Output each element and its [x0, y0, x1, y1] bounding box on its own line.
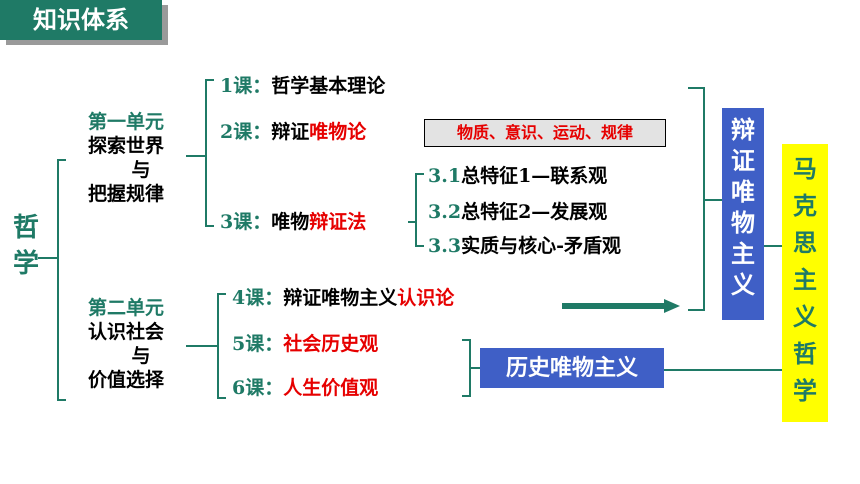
lesson4: 4课：辩证唯物主义认识论 — [232, 286, 454, 310]
lesson2-note-box: 物质、意识、运动、规律 — [424, 119, 666, 147]
lesson5-text: 社会历史观 — [283, 333, 379, 355]
lesson3-bracket — [415, 173, 424, 247]
unit1-line1: 探索世界 — [87, 135, 164, 157]
mp-char-5: 义 — [793, 302, 817, 331]
lesson3-num: 3课： — [220, 211, 272, 233]
mp-char-2: 克 — [793, 191, 817, 220]
lesson1-num: 1课： — [220, 75, 272, 97]
sub-lesson-3-1: 3.1总特征1—联系观 — [428, 164, 607, 188]
sub33-text: 实质与核心-矛盾观 — [461, 235, 621, 257]
root-label: 哲学 — [12, 213, 39, 279]
lesson6: 6课：人生价值观 — [232, 376, 378, 400]
mp-char-4: 主 — [793, 265, 817, 294]
unit2-line3: 价值选择 — [87, 369, 164, 391]
lesson4-text-a: 辩证唯物主义 — [283, 287, 398, 309]
sub-lesson-3-3: 3.3实质与核心-矛盾观 — [428, 234, 621, 258]
lesson3-text-b: 辩证法 — [309, 211, 367, 233]
sub-lesson-3-2: 3.2总特征2—发展观 — [428, 200, 607, 224]
lesson2-note: 物质、意识、运动、规律 — [456, 123, 633, 142]
lesson3-text-a: 唯物 — [271, 211, 310, 233]
unit2-line1: 认识社会 — [87, 321, 164, 343]
page-title: 知识体系 — [0, 0, 162, 40]
unit1-bracket — [205, 79, 214, 227]
dm-char-1: 辩 — [731, 115, 755, 144]
lesson3: 3课：唯物辩证法 — [220, 210, 366, 234]
unit2-node: 第二单元 认识社会 与 价值选择 — [70, 296, 182, 392]
unit2-line2: 与 — [131, 345, 151, 367]
sub32-text: 总特征2—发展观 — [461, 201, 608, 223]
lesson4-arrow-head — [664, 299, 680, 313]
unit1-node: 第一单元 探索世界 与 把握规律 — [70, 110, 182, 206]
mp-char-3: 思 — [793, 228, 817, 257]
dialectical-materialism-box: 辩 证 唯 物 主 义 — [722, 108, 764, 320]
sub32-num: 3.2 — [428, 201, 462, 223]
lesson2: 2课：辩证唯物论 — [220, 120, 366, 144]
mp-char-7: 学 — [793, 376, 817, 405]
lesson2-text-b: 唯物论 — [309, 121, 367, 143]
mp-char-6: 哲 — [793, 339, 817, 368]
lesson6-text: 人生价值观 — [283, 377, 379, 399]
lesson4-text-b: 认识论 — [397, 287, 455, 309]
unit1-line2: 与 — [131, 159, 151, 181]
sub31-text: 总特征1—联系观 — [461, 165, 608, 187]
lesson1: 1课：哲学基本理论 — [220, 74, 385, 98]
unit1-line3: 把握规律 — [87, 183, 164, 205]
lesson2-num: 2课： — [220, 121, 272, 143]
mp-char-1: 马 — [793, 154, 817, 183]
dm-char-2: 证 — [731, 146, 755, 175]
unit2-name: 第二单元 — [87, 297, 164, 319]
dm-char-3: 唯 — [731, 177, 755, 206]
lesson2-text-a: 辩证 — [271, 121, 310, 143]
sub33-num: 3.3 — [428, 235, 462, 257]
dm-char-4: 物 — [731, 208, 755, 237]
lesson5-num: 5课： — [232, 333, 284, 355]
dialectical-bracket — [688, 87, 705, 311]
sub31-num: 3.1 — [428, 165, 462, 187]
lesson4-num: 4课： — [232, 287, 284, 309]
marxist-philosophy-box: 马 克 思 主 义 哲 学 — [782, 144, 828, 422]
historical-materialism-label: 历史唯物主义 — [505, 355, 638, 381]
dm-char-6: 义 — [731, 270, 755, 299]
root-node: 哲学 — [12, 210, 42, 282]
lesson5: 5课：社会历史观 — [232, 332, 378, 356]
lesson1-text: 哲学基本理论 — [271, 75, 386, 97]
unit2-bracket — [217, 293, 226, 399]
unit1-name: 第一单元 — [87, 111, 164, 133]
historical-materialism-box: 历史唯物主义 — [480, 348, 664, 388]
root-bracket — [57, 159, 66, 401]
dm-char-5: 主 — [731, 239, 755, 268]
history-bracket — [462, 339, 471, 397]
lesson6-num: 6课： — [232, 377, 284, 399]
